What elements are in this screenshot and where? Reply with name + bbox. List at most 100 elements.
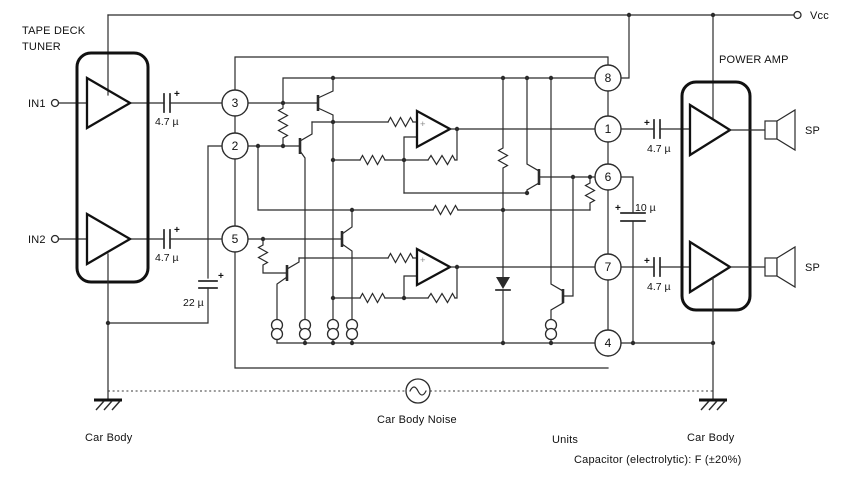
cap-value-10u: 10 µ	[635, 202, 656, 214]
cap-4u7-in1	[163, 93, 171, 113]
cap-polarity-sign: +	[644, 118, 650, 129]
pin-6-label: 6	[605, 170, 612, 184]
cap-polarity-sign: +	[644, 256, 650, 267]
cap-10u	[620, 212, 646, 222]
current-source-icon	[326, 327, 340, 341]
power-amp-1	[688, 102, 733, 158]
cap-4u7-out1	[653, 119, 661, 139]
pin-1-label: 1	[605, 122, 612, 136]
junction-dots	[105, 12, 716, 346]
car-body-right-label: Car Body	[687, 432, 735, 444]
cap-polarity-sign: +	[174, 89, 180, 100]
in2-label: IN2	[28, 234, 46, 246]
resistor	[427, 154, 456, 166]
input-coupling-capacitors	[163, 93, 171, 249]
cap-value-22u: 22 µ	[183, 297, 204, 309]
ic-block	[234, 56, 609, 369]
speaker-icon	[776, 108, 796, 152]
current-source-icon	[544, 327, 558, 341]
current-sources	[270, 318, 558, 344]
speaker-label-2: SP	[805, 262, 820, 274]
tape-amp-2	[85, 212, 133, 266]
ic-pins	[221, 64, 622, 357]
capacitor-tolerance-note: Capacitor (electrolytic): F (±20%)	[574, 454, 742, 466]
tape-deck-outline	[75, 51, 150, 284]
speaker-label-1: SP	[805, 125, 820, 137]
in1-label: IN1	[28, 98, 46, 110]
resistor	[427, 292, 456, 304]
ground-right	[699, 398, 727, 411]
cap-value-in2: 4.7 µ	[155, 252, 179, 264]
pin-3-label: 3	[232, 96, 239, 110]
current-source-icon	[345, 327, 359, 341]
pin-5-label: 5	[232, 232, 239, 246]
cap-polarity-sign: +	[174, 225, 180, 236]
car-body-left-label: Car Body	[85, 432, 133, 444]
cap-polarity-sign: +	[615, 203, 621, 214]
power-amp-outline	[680, 80, 752, 312]
pin-1	[594, 115, 622, 143]
current-source-icon	[270, 327, 284, 341]
opamp-1	[415, 109, 453, 149]
vcc-terminal	[793, 10, 802, 20]
in1-terminal	[50, 98, 60, 108]
pin-7-label: 7	[605, 260, 612, 274]
resistor	[277, 102, 289, 147]
power-amp-title: POWER AMP	[719, 54, 789, 66]
bootstrap-capacitor-branch	[620, 176, 646, 344]
cap-4u7-out2	[653, 257, 661, 277]
car-body-noise-source	[108, 378, 713, 404]
resistor	[387, 252, 414, 264]
pin-8-label: 8	[605, 71, 612, 85]
diode	[496, 277, 510, 289]
cap-value-in1: 4.7 µ	[155, 116, 179, 128]
resistor	[359, 154, 386, 166]
power-amp-2	[688, 239, 733, 295]
speaker-icon	[764, 120, 778, 140]
car-body-noise-label: Car Body Noise	[377, 414, 457, 426]
cap-value-out2: 4.7 µ	[647, 281, 671, 293]
resistor	[432, 204, 459, 216]
pin-7	[594, 253, 622, 281]
speaker-icon	[764, 257, 778, 277]
opamp1-plus-sign: +	[420, 119, 426, 130]
pin-2-label: 2	[232, 139, 239, 153]
opamp2-plus-sign: +	[420, 255, 426, 266]
tape-deck-block	[75, 51, 150, 401]
ground-left	[94, 398, 122, 411]
resistor	[257, 238, 288, 274]
opamp-2	[415, 247, 453, 287]
power-amp-block	[680, 80, 766, 401]
pin-8	[594, 64, 622, 92]
vcc-label: Vcc	[810, 10, 829, 22]
speakers	[764, 108, 796, 289]
pin-3	[221, 89, 249, 117]
in2-terminal	[50, 234, 60, 244]
cap-4u7-in2	[163, 229, 171, 249]
tape-deck-title-line2: TUNER	[22, 41, 61, 53]
cap-22u	[198, 280, 218, 289]
pin-4	[594, 329, 622, 357]
ripple-capacitor-branch	[107, 145, 223, 324]
current-source-icon	[298, 327, 312, 341]
pin-5	[221, 225, 249, 253]
pin-4-label: 4	[605, 336, 612, 350]
ic-outline	[234, 56, 609, 369]
units-heading: Units	[552, 434, 578, 446]
sine-icon	[409, 386, 427, 396]
tape-deck-title-line1: TAPE DECK	[22, 25, 86, 37]
labels: TAPE DECK TUNER IN1 IN2 3 2 5 8 1 6 7 4 …	[22, 10, 829, 466]
speaker-icon	[776, 245, 796, 289]
cap-value-out1: 4.7 µ	[647, 143, 671, 155]
output-coupling-capacitors	[620, 119, 691, 277]
tape-amp-1	[85, 76, 133, 130]
resistor	[584, 176, 596, 211]
pin-2	[221, 132, 249, 160]
cap-polarity-sign: +	[218, 271, 224, 282]
resistor	[387, 116, 414, 128]
resistor	[359, 292, 386, 304]
resistor	[497, 77, 509, 211]
vcc-rail	[107, 10, 802, 120]
